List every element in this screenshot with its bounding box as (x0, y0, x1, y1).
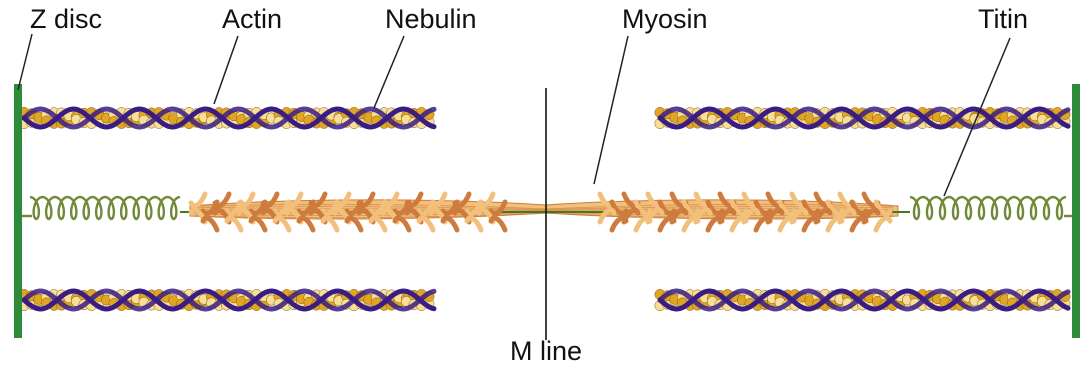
actin-label: Actin (222, 6, 282, 33)
titin-spring-left (30, 197, 180, 219)
thin-filament-top-right (655, 107, 1070, 128)
thin-filament-bottom-right (655, 289, 1070, 310)
titin-spring-right (910, 197, 1066, 219)
myosin-head (876, 218, 890, 230)
actin-leader (214, 36, 238, 104)
z-disc-leader (18, 34, 32, 90)
z-disc-right (1072, 84, 1080, 338)
nebulin-leader (374, 36, 404, 108)
z-disc-label: Z disc (30, 6, 102, 33)
titin-label: Titin (978, 6, 1028, 33)
thin-filament-top-left (19, 107, 434, 128)
nebulin-label: Nebulin (385, 6, 477, 33)
m-line-label: M line (510, 338, 582, 365)
myosin-leader (594, 36, 628, 184)
thin-filament-bottom-left (19, 289, 434, 310)
z-disc-left (14, 84, 22, 338)
thick-filament (180, 194, 910, 230)
myosin-label: Myosin (622, 6, 708, 33)
myosin-head (191, 194, 205, 206)
